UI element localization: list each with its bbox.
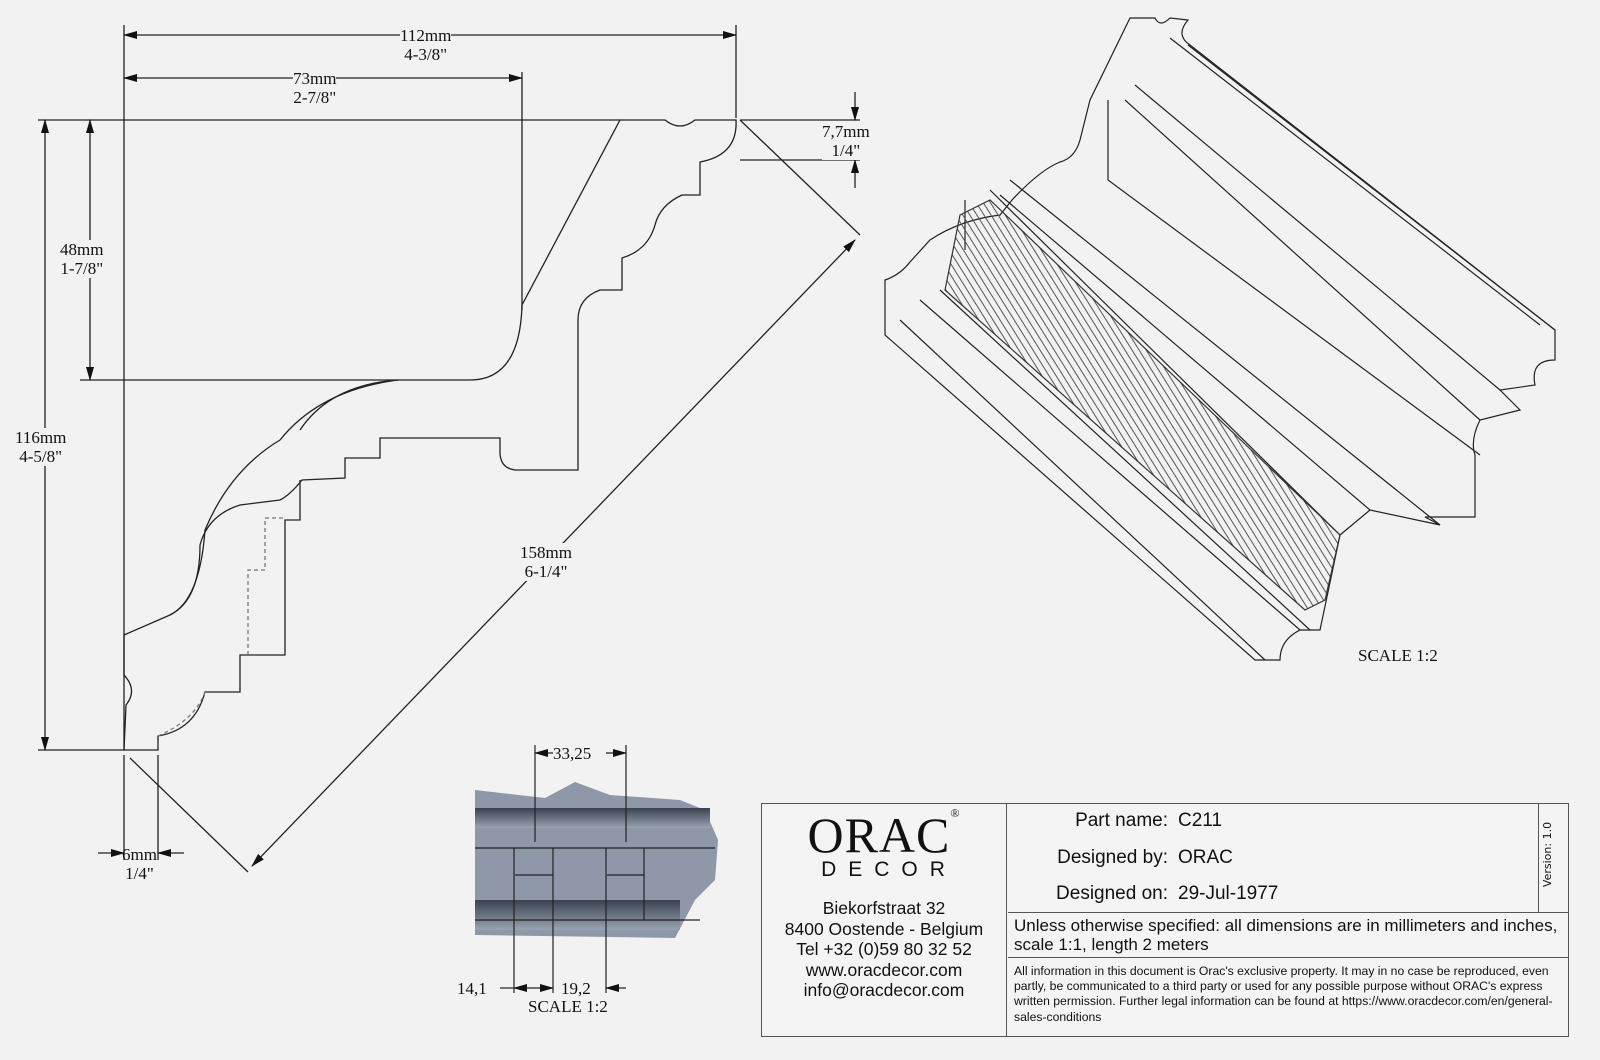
logo-main: ORAC xyxy=(807,807,951,863)
dim-mm: 116mm xyxy=(15,428,67,447)
detail-view xyxy=(475,745,718,993)
designed-by-value: ORAC xyxy=(1178,847,1233,868)
logo-sub: DECOR xyxy=(821,858,957,881)
dim-inch: 1/4" xyxy=(125,864,154,883)
detail-dim-left: 14,1 xyxy=(457,979,487,998)
isometric-view xyxy=(884,17,1556,661)
dim-mm: 112mm xyxy=(400,26,452,45)
dim-mm: 48mm xyxy=(60,240,104,259)
detail-dim-right: 19,2 xyxy=(561,979,591,998)
address-website: www.oracdecor.com xyxy=(805,959,963,980)
dim-inch: 2-7/8" xyxy=(293,88,337,107)
address: Biekorfstraat 32 8400 Oostende - Belgium… xyxy=(762,898,1006,1001)
designed-on-value: 29-Jul-1977 xyxy=(1178,883,1279,904)
logo: ORAC® xyxy=(762,806,1006,864)
dim-inch: 1/4" xyxy=(831,141,861,160)
dim-inch: 6-1/4" xyxy=(524,562,568,581)
units-note: Unless otherwise specified: all dimensio… xyxy=(1008,914,1568,958)
dim-mm: 7,7mm xyxy=(822,122,870,141)
dim-inch: 1-7/8" xyxy=(60,259,104,278)
detail-dim-top: 33,25 xyxy=(553,744,592,763)
version-cell: Version: 1.0 xyxy=(1539,804,1568,913)
address-city: 8400 Oostende - Belgium xyxy=(784,918,984,939)
logo-reg: ® xyxy=(950,806,961,820)
address-email: info@oracdecor.com xyxy=(803,980,965,1000)
part-name-label: Part name: xyxy=(1075,810,1168,831)
title-block: ORAC® DECOR Biekorfstraat 32 8400 Oosten… xyxy=(761,803,1569,1037)
iso-scale-label: SCALE 1:2 xyxy=(1358,646,1438,665)
dim-inch: 4-5/8" xyxy=(19,447,63,466)
address-phone: Tel +32 (0)59 80 32 52 xyxy=(796,939,972,959)
designed-by-label: Designed by: xyxy=(1057,847,1168,868)
dim-inch: 4-3/8" xyxy=(404,45,448,64)
company-logo-block: ORAC® DECOR Biekorfstraat 32 8400 Oosten… xyxy=(762,804,1007,1036)
version-label: Version: 1.0 xyxy=(1541,821,1555,888)
profile-section xyxy=(38,25,861,873)
part-meta: Part name: C211 Designed by: ORAC Designed… xyxy=(1008,804,1539,913)
detail-scale-label: SCALE 1:2 xyxy=(528,997,608,1016)
part-name-value: C211 xyxy=(1178,810,1223,831)
address-street: Biekorfstraat 32 xyxy=(822,898,946,918)
dim-mm: 73mm xyxy=(293,69,337,88)
dim-mm: 6mm xyxy=(122,845,157,864)
dim-mm: 158mm xyxy=(520,543,572,562)
designed-on-label: Designed on: xyxy=(1056,883,1168,904)
legal-notice: All information in this document is Orac… xyxy=(1014,964,1553,1024)
